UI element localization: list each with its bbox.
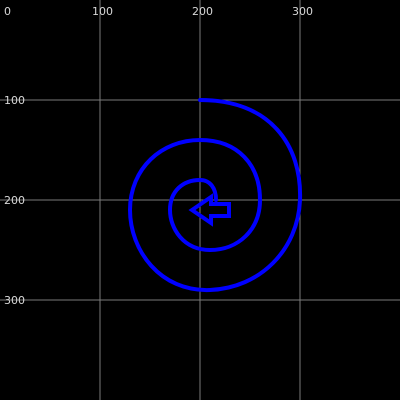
center-arrow-icon [188,193,231,227]
y-tick-label-300: 300 [4,294,25,307]
x-tick-label-0: 0 [4,5,11,18]
x-tick-label-200: 200 [192,5,213,18]
spiral-drawing [128,98,303,293]
x-tick-label-100: 100 [92,5,113,18]
blue-spiral [128,98,303,293]
y-tick-label-200: 200 [4,194,25,207]
x-tick-label-300: 300 [292,5,313,18]
tick-labels: 0 100 200 300 100 200 300 [4,5,313,307]
y-tick-label-100: 100 [4,94,25,107]
